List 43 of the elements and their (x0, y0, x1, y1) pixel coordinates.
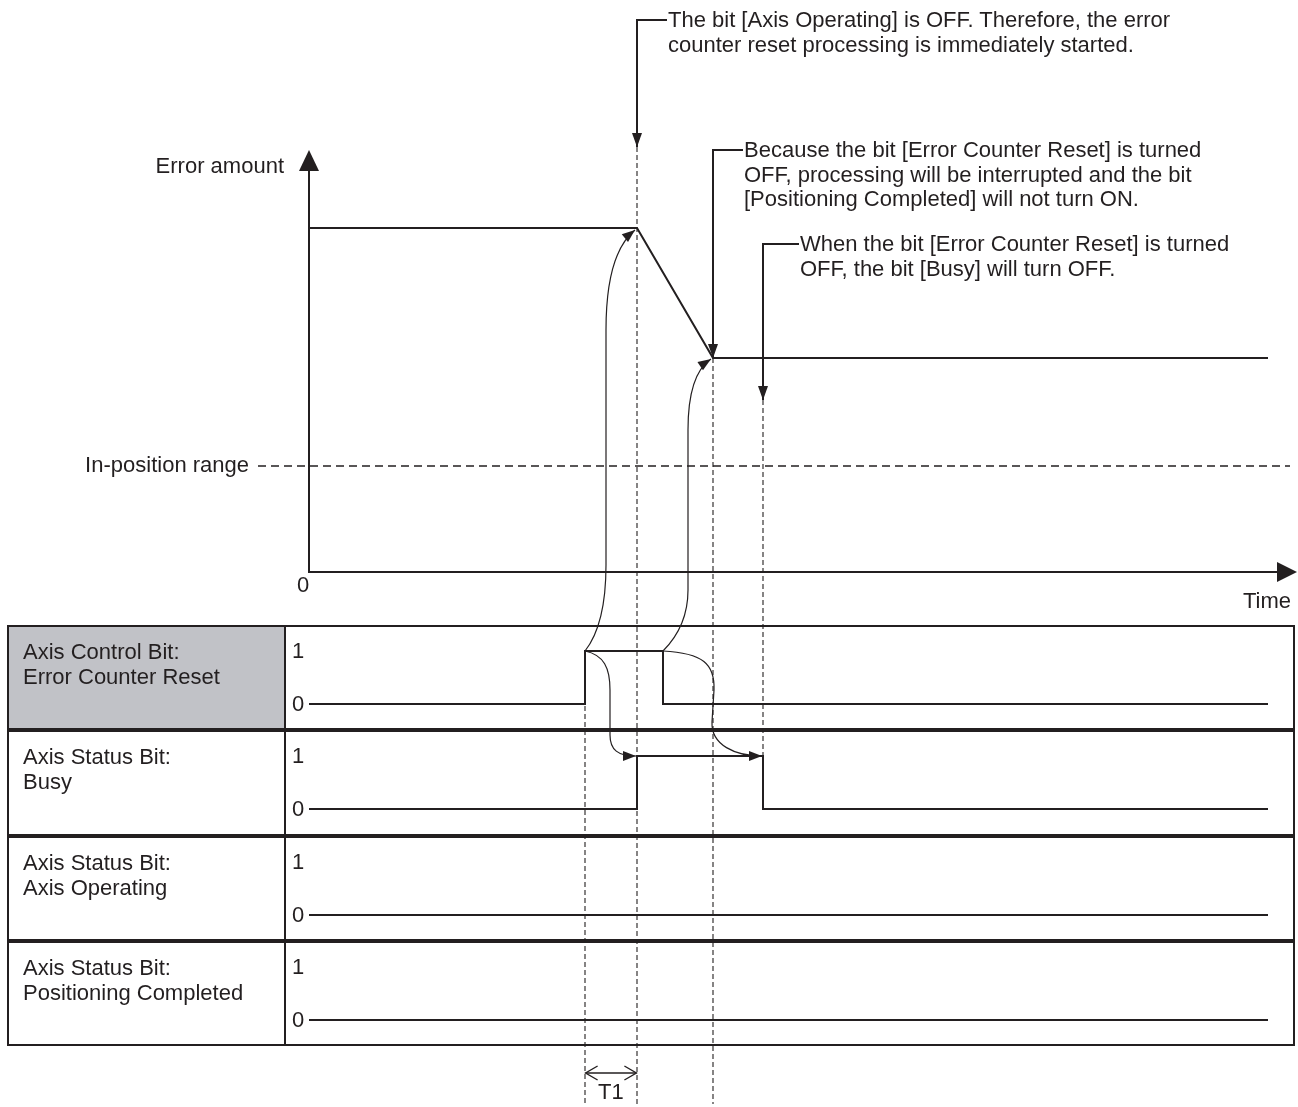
y-axis-label: Error amount (155, 154, 284, 179)
time-marker-line (636, 146, 638, 1105)
error-curve (308, 227, 1269, 359)
signal-name-label: Error Counter Reset (23, 664, 220, 689)
signal-name-cell (7, 730, 286, 836)
level-label: 1 (292, 850, 305, 875)
signal-name-label: Axis Operating (23, 875, 168, 900)
leader-arrow (632, 19, 668, 148)
cause-arrow (584, 229, 636, 652)
cause-arrow (662, 650, 763, 761)
callout-note: Because the bit [Error Counter Reset] is turned OFF, processing will be interrupted and the bit [Positioning Completed] will not turn ON. (744, 138, 1208, 212)
signal-type-label: Axis Control Bit: (23, 640, 180, 665)
level-label: 1 (292, 639, 305, 664)
threshold-label: In-position range (85, 453, 249, 478)
level-label: 1 (292, 744, 305, 769)
cause-arrow (584, 650, 637, 761)
callout-note: When the bit [Error Counter Reset] is turned OFF, the bit [Busy] will turn OFF. (800, 232, 1238, 281)
signal-type-label: Axis Status Bit: (23, 851, 171, 876)
signal-name-label: Busy (23, 769, 72, 794)
level-label: 0 (292, 692, 305, 717)
x-axis-label: Time (1243, 589, 1292, 614)
signal-type-label: Axis Status Bit: (23, 956, 171, 981)
time-marker-line (712, 357, 714, 1105)
signal-name-label: Positioning Completed (23, 980, 244, 1005)
level-label: 0 (292, 797, 305, 822)
interval-arrow (584, 1065, 638, 1081)
time-marker-line (584, 705, 586, 1105)
signal-name-cell (7, 941, 286, 1046)
level-label: 0 (292, 903, 305, 928)
time-marker-line (762, 399, 764, 757)
origin-label: 0 (297, 573, 310, 598)
level-label: 1 (292, 955, 305, 980)
level-label: 0 (292, 1008, 305, 1033)
leader-arrow (708, 149, 744, 359)
cause-arrow (662, 358, 712, 652)
signal-waveform (308, 755, 1269, 810)
signal-type-label: Axis Status Bit: (23, 745, 171, 770)
callout-note: The bit [Axis Operating] is OFF. Therefore, the error counter reset processing is immediately started. (668, 8, 1184, 57)
signal-waveform (308, 650, 1269, 705)
leader-arrow (758, 243, 800, 401)
signal-name-cell (7, 625, 286, 730)
signal-name-cell (7, 836, 286, 941)
edge-label: T1 (598, 1080, 624, 1105)
